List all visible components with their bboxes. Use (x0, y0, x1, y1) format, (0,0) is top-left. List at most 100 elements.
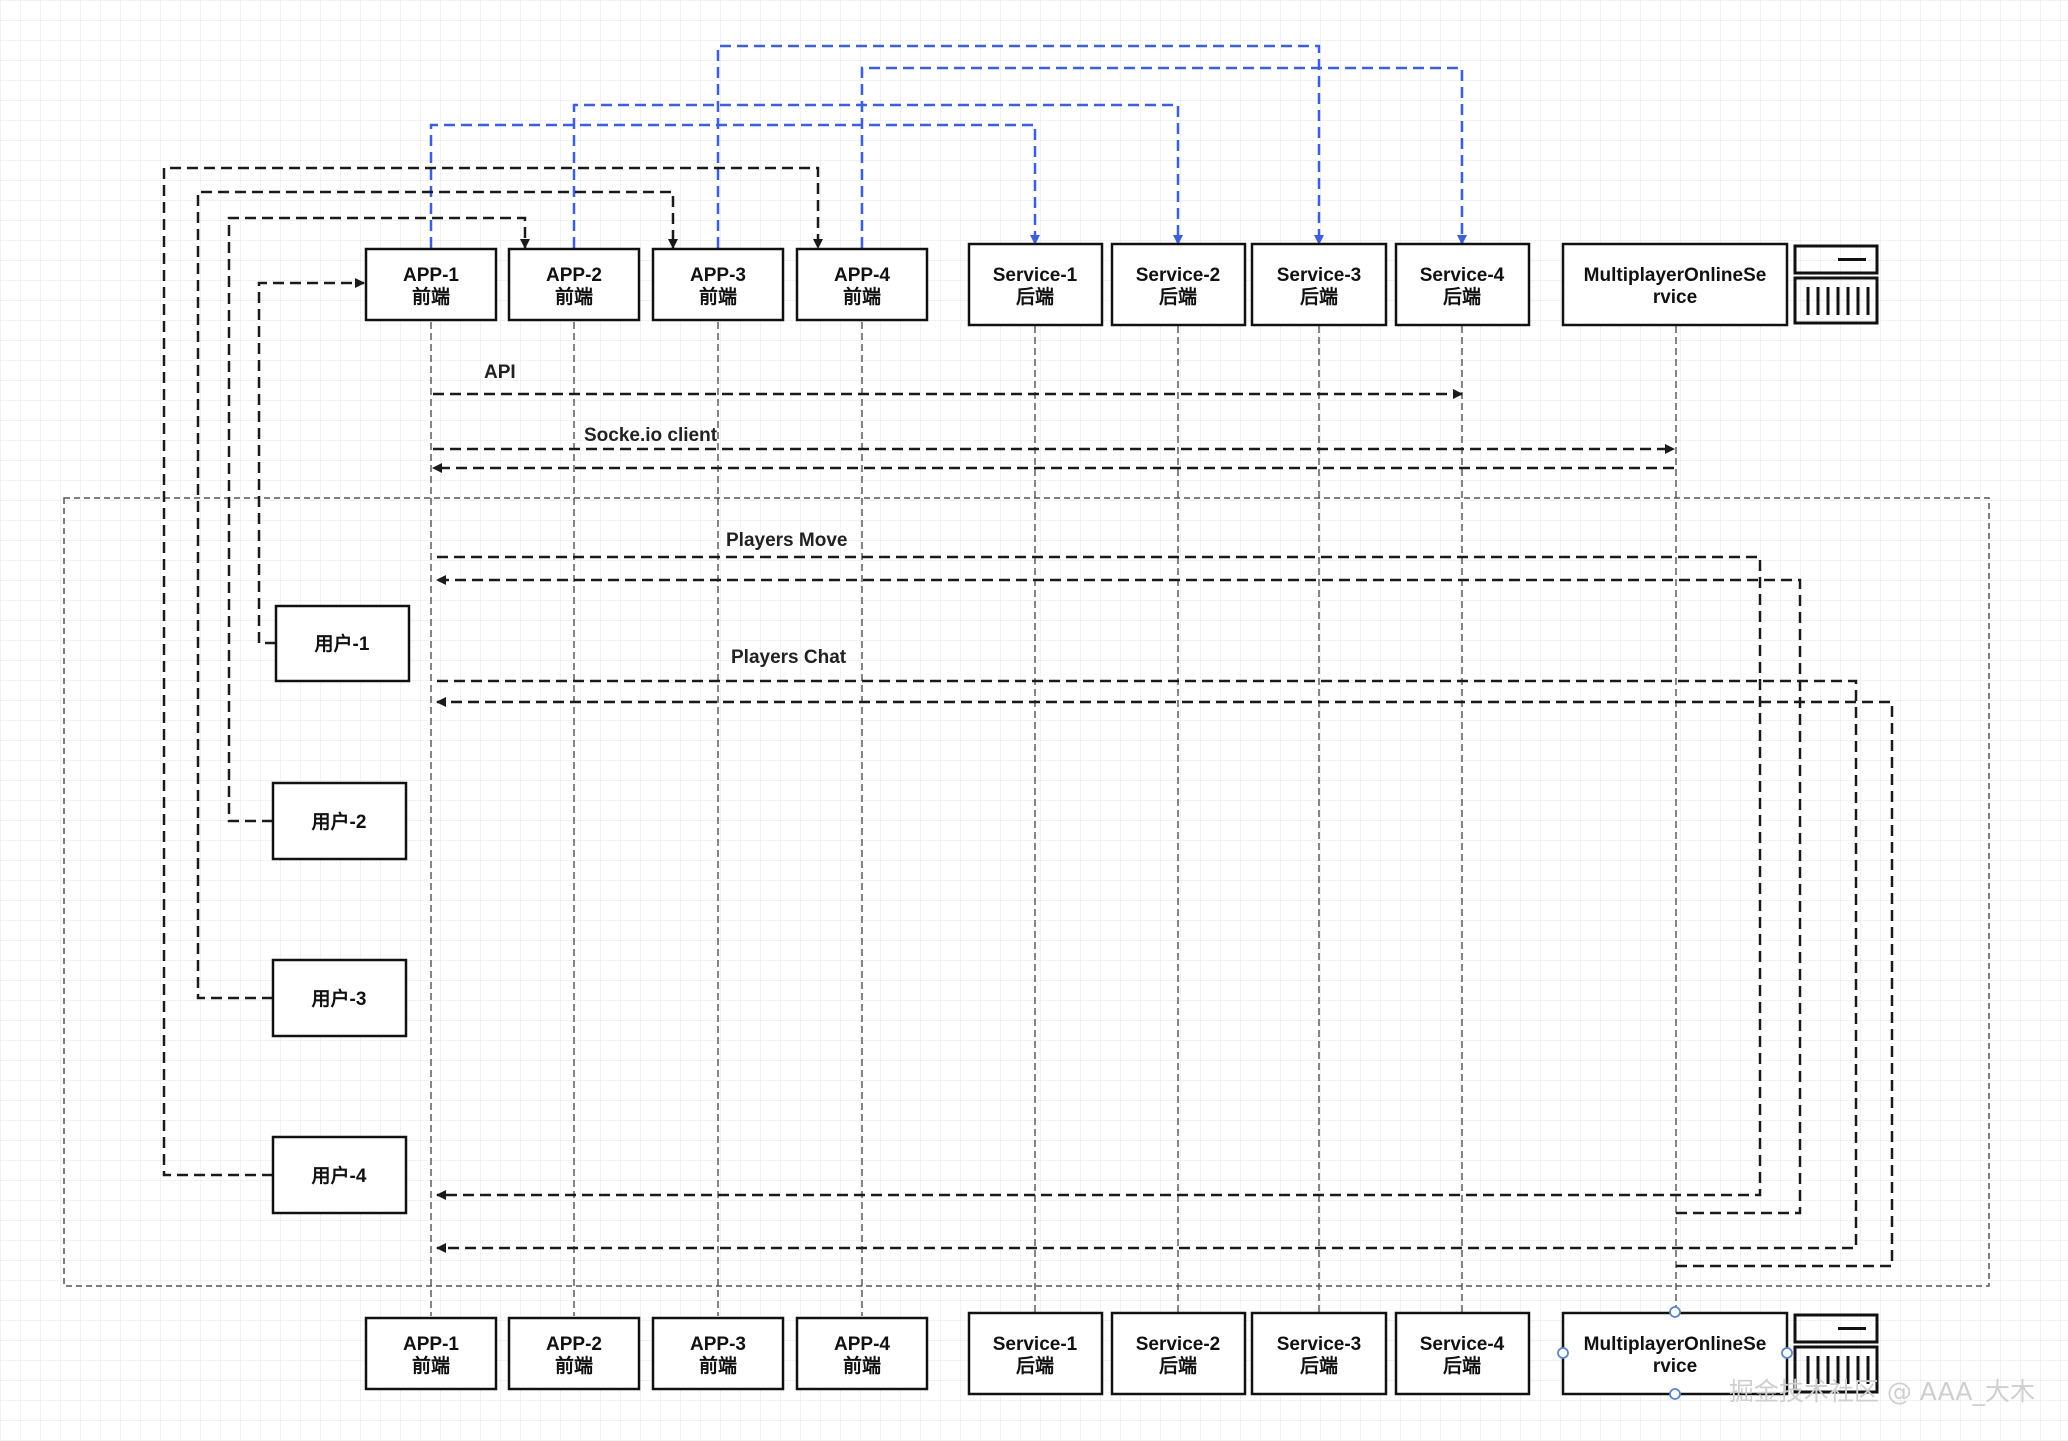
participant-box (1561, 242, 1789, 327)
participant-box (795, 247, 929, 322)
participant-name: APP-2 (546, 1334, 602, 1355)
user-box (271, 1135, 408, 1215)
participant-role: 前端 (843, 285, 881, 308)
participant-svc4-top[interactable]: Service-4 后端 (1394, 242, 1531, 327)
message-chat-2 (436, 697, 1894, 1268)
participant-box (364, 247, 498, 322)
server-icon (1793, 1313, 1879, 1394)
participant-role: 后端 (1159, 285, 1197, 308)
participant-name: Service-1 (993, 265, 1078, 286)
participant-box (967, 242, 1104, 327)
participant-app3-top[interactable]: APP-3 前端 (651, 247, 785, 322)
users: 用户-1 用户-2 用户-3 用户-4 (271, 604, 411, 1215)
user-box (274, 604, 411, 683)
lifelines (430, 322, 1677, 1316)
loop-frame (63, 497, 1990, 1287)
messages (432, 389, 1894, 1268)
message-move-1 (436, 555, 1762, 1200)
user-label: 用户-1 (315, 632, 370, 655)
participant-role: 后端 (1300, 1354, 1338, 1377)
participant-name: APP-4 (834, 1334, 890, 1355)
participant-role: 前端 (843, 1354, 881, 1377)
participant-name: Service-4 (1420, 1334, 1505, 1355)
participant-svc1-top[interactable]: Service-1 后端 (967, 242, 1104, 327)
resize-handle-bottom[interactable] (1669, 1388, 1681, 1400)
participant-role: 前端 (699, 285, 737, 308)
participant-mos-top[interactable]: MultiplayerOnlineSe rvice (1561, 242, 1789, 327)
user-box-1[interactable]: 用户-1 (274, 604, 411, 683)
participant-app2-top[interactable]: APP-2 前端 (507, 247, 641, 322)
participant-svc2-bottom[interactable]: Service-2 后端 (1110, 1311, 1247, 1396)
participant-box (507, 1316, 641, 1391)
participant-name: APP-3 (690, 265, 746, 286)
user-label: 用户-3 (312, 987, 367, 1010)
participant-role: 前端 (412, 285, 450, 308)
user-box-2[interactable]: 用户-2 (271, 781, 408, 861)
participant-app3-bottom[interactable]: APP-3 前端 (651, 1316, 785, 1391)
participant-box (795, 1316, 929, 1391)
link-user1-app1 (257, 278, 365, 645)
participant-app1-top[interactable]: APP-1 前端 (364, 247, 498, 322)
participant-name: MultiplayerOnlineSe (1584, 1334, 1767, 1355)
link-user4-app4 (162, 166, 823, 1177)
participant-name: Service-3 (1277, 265, 1362, 286)
participant-svc3-bottom[interactable]: Service-3 后端 (1250, 1311, 1388, 1396)
participant-app4-bottom[interactable]: APP-4 前端 (795, 1316, 929, 1391)
user-box (271, 781, 408, 861)
participant-role: 前端 (555, 285, 593, 308)
label-players-move: Players Move (726, 530, 847, 551)
participant-name-cont: rvice (1653, 1356, 1697, 1377)
participant-box (507, 247, 641, 322)
participant-svc4-bottom[interactable]: Service-4 后端 (1394, 1311, 1531, 1396)
participant-name: Service-3 (1277, 1334, 1362, 1355)
message-chat-1 (436, 679, 1858, 1253)
participant-box (651, 1316, 785, 1391)
link-user2-app2 (227, 216, 530, 823)
participant-name: APP-1 (403, 265, 459, 286)
user-box-4[interactable]: 用户-4 (271, 1135, 408, 1215)
resize-handle-right[interactable] (1781, 1347, 1793, 1359)
label-socket: Socke.io client (584, 425, 718, 446)
link-app3-svc3 (716, 44, 1324, 248)
participant-name-cont: rvice (1653, 287, 1697, 308)
participant-box (967, 1311, 1104, 1396)
participant-name: APP-2 (546, 265, 602, 286)
resize-handle-left[interactable] (1557, 1347, 1569, 1359)
participant-name: APP-1 (403, 1334, 459, 1355)
resize-handle-top[interactable] (1669, 1306, 1681, 1318)
participant-box (1110, 1311, 1247, 1396)
participant-name: Service-2 (1136, 1334, 1221, 1355)
participant-role: 后端 (1443, 1354, 1481, 1377)
participant-box (651, 247, 785, 322)
participant-box (1250, 242, 1388, 327)
participant-app2-bottom[interactable]: APP-2 前端 (507, 1316, 641, 1391)
server-icon (1793, 244, 1879, 325)
participant-role: 后端 (1300, 285, 1338, 308)
participant-name: Service-1 (993, 1334, 1078, 1355)
link-app2-svc2 (572, 103, 1183, 248)
participant-app4-top[interactable]: APP-4 前端 (795, 247, 929, 322)
user-box (271, 958, 408, 1038)
participant-name: APP-4 (834, 265, 890, 286)
bottom-participants: APP-1 前端 APP-2 前端 APP-3 前端 APP-4 前端 Serv… (364, 1306, 1879, 1400)
user-label: 用户-4 (312, 1164, 367, 1187)
user-box-3[interactable]: 用户-3 (271, 958, 408, 1038)
participant-box (1394, 1311, 1531, 1396)
label-api: API (484, 362, 516, 383)
participant-box (364, 1316, 498, 1391)
selection-handles[interactable] (1557, 1306, 1793, 1400)
participant-svc2-top[interactable]: Service-2 后端 (1110, 242, 1247, 327)
participant-svc1-bottom[interactable]: Service-1 后端 (967, 1311, 1104, 1396)
app-service-links (429, 44, 1467, 248)
participant-svc3-top[interactable]: Service-3 后端 (1250, 242, 1388, 327)
user-label: 用户-2 (312, 810, 367, 833)
participant-role: 前端 (699, 1354, 737, 1377)
participant-name: MultiplayerOnlineSe (1584, 265, 1767, 286)
participant-app1-bottom[interactable]: APP-1 前端 (364, 1316, 498, 1391)
watermark: 掘金技术社区 @ AAA_大木 (1729, 1377, 2035, 1406)
participant-role: 后端 (1016, 285, 1054, 308)
participant-box (1394, 242, 1531, 327)
participant-role: 前端 (412, 1354, 450, 1377)
participant-role: 后端 (1443, 285, 1481, 308)
